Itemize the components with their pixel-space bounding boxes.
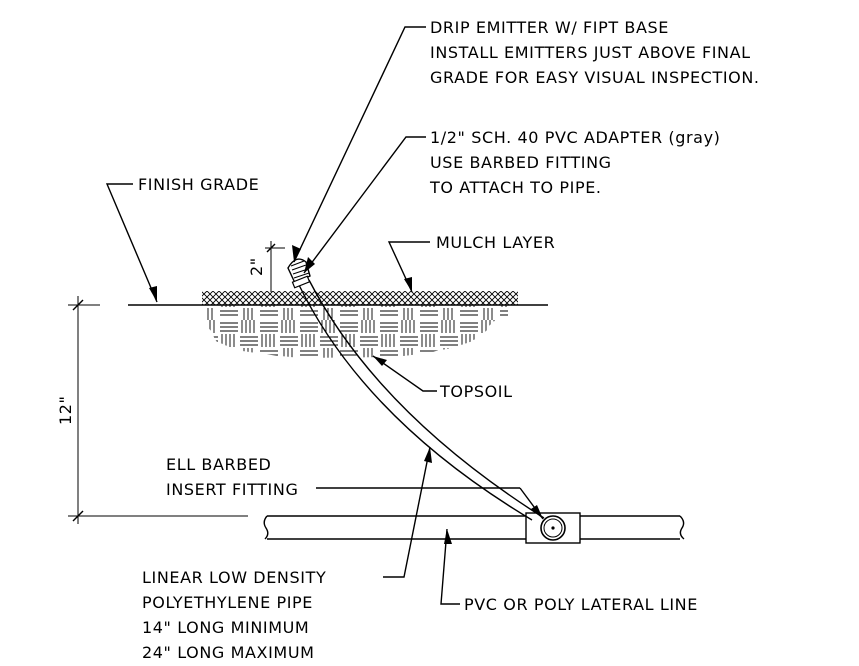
drip-emitter-note: DRIP EMITTER W/ FIPT BASE INSTALL EMITTE… <box>430 18 760 87</box>
leader-mulch-layer <box>387 241 430 293</box>
lateral-line-label: PVC OR POLY LATERAL LINE <box>464 595 698 614</box>
lateral-line-pipe <box>263 515 685 540</box>
poly-pipe-line-4: 24" LONG MAXIMUM <box>142 643 315 662</box>
leader-pvc-adapter <box>303 136 426 274</box>
poly-pipe-note: LINEAR LOW DENSITY POLYETHYLENE PIPE 14"… <box>142 568 326 662</box>
drip-emitter <box>287 258 311 289</box>
ell-fitting <box>525 512 581 544</box>
drip-emitter-line-2: INSTALL EMITTERS JUST ABOVE FINAL <box>430 43 751 62</box>
topsoil-region <box>205 305 508 358</box>
ell-fitting-line-1: ELL BARBED <box>166 455 271 474</box>
leader-topsoil <box>372 355 437 392</box>
leader-finish-grade <box>105 183 158 303</box>
drip-emitter-line-1: DRIP EMITTER W/ FIPT BASE <box>430 18 669 37</box>
mulch-layer <box>202 291 518 305</box>
leader-lateral-line <box>440 528 460 605</box>
poly-pipe-line-1: LINEAR LOW DENSITY <box>142 568 326 587</box>
mulch-layer-label: MULCH LAYER <box>436 233 555 252</box>
drip-emitter-line-3: GRADE FOR EASY VISUAL INSPECTION. <box>430 68 760 87</box>
poly-tube <box>298 279 545 521</box>
pvc-adapter-line-3: TO ATTACH TO PIPE. <box>429 178 602 197</box>
poly-pipe-line-3: 14" LONG MINIMUM <box>142 618 309 637</box>
dimension-2in-label: 2" <box>247 257 266 276</box>
leader-poly-pipe <box>383 446 432 578</box>
leader-drip-emitter <box>292 26 426 263</box>
pvc-adapter-line-2: USE BARBED FITTING <box>430 153 612 172</box>
finish-grade-label: FINISH GRADE <box>138 175 259 194</box>
dimension-12in: 12" <box>56 296 248 524</box>
pvc-adapter-note: 1/2" SCH. 40 PVC ADAPTER (gray) USE BARB… <box>429 128 721 197</box>
ell-fitting-note: ELL BARBED INSERT FITTING <box>166 455 298 499</box>
ell-fitting-line-2: INSERT FITTING <box>166 480 298 499</box>
poly-pipe-line-2: POLYETHYLENE PIPE <box>142 593 313 612</box>
topsoil-label: TOPSOIL <box>439 382 513 401</box>
pvc-adapter-line-1: 1/2" SCH. 40 PVC ADAPTER (gray) <box>430 128 721 147</box>
dimension-2in: 2" <box>247 241 285 292</box>
dimension-12in-label: 12" <box>56 395 75 425</box>
leader-ell-fitting <box>316 487 544 520</box>
